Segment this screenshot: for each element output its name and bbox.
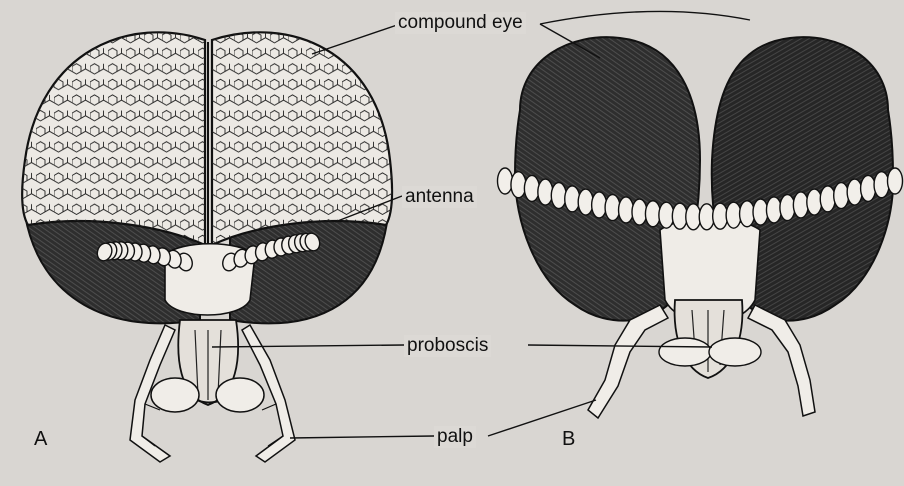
antenna-segment bbox=[498, 168, 513, 194]
panel-label-b: B bbox=[562, 428, 575, 450]
antenna-segment bbox=[874, 172, 889, 198]
antenna-segment bbox=[551, 183, 566, 209]
panel-b-right-palp bbox=[748, 305, 815, 416]
antenna-segment bbox=[619, 197, 634, 223]
antenna-segment bbox=[672, 203, 687, 229]
label-proboscis: proboscis bbox=[404, 335, 491, 357]
panel-b-head bbox=[498, 37, 903, 418]
antenna-segment bbox=[645, 201, 660, 227]
antenna-segment bbox=[780, 195, 795, 221]
antenna-segment bbox=[726, 202, 741, 228]
antenna-segment bbox=[592, 192, 607, 218]
antenna-segment bbox=[524, 175, 539, 201]
label-compound-eye: compound eye bbox=[395, 12, 526, 34]
leader-palp-b bbox=[488, 400, 596, 436]
antenna-segment bbox=[861, 175, 876, 201]
antenna-segment bbox=[834, 183, 849, 209]
antenna-segment bbox=[578, 189, 593, 215]
antenna-segment bbox=[659, 202, 674, 228]
antenna-segment bbox=[511, 172, 526, 198]
label-palp: palp bbox=[434, 426, 476, 448]
antenna-segment bbox=[793, 192, 808, 218]
antenna-segment bbox=[820, 186, 835, 212]
antenna-segment bbox=[565, 186, 580, 212]
antenna-segment bbox=[888, 168, 903, 194]
panel-b-left-palp bbox=[588, 305, 668, 418]
antenna-segment bbox=[538, 179, 553, 205]
antenna-segment bbox=[632, 199, 647, 225]
leader-compound-eye-a bbox=[312, 24, 400, 54]
label-antenna: antenna bbox=[402, 186, 477, 208]
antenna-segment bbox=[713, 203, 728, 229]
leader-compound-eye-b2 bbox=[540, 11, 750, 24]
antenna-segment bbox=[699, 204, 714, 230]
panel-a-head bbox=[22, 32, 392, 462]
antenna-segment bbox=[847, 179, 862, 205]
antenna-segment bbox=[605, 195, 620, 221]
leader-palp-a bbox=[290, 436, 434, 438]
antenna-segment bbox=[766, 197, 781, 223]
antenna-segment bbox=[807, 189, 822, 215]
leader-proboscis-a bbox=[212, 345, 404, 347]
antenna-segment bbox=[753, 199, 768, 225]
antenna-segment bbox=[740, 201, 755, 227]
panel-label-a: A bbox=[34, 428, 47, 450]
